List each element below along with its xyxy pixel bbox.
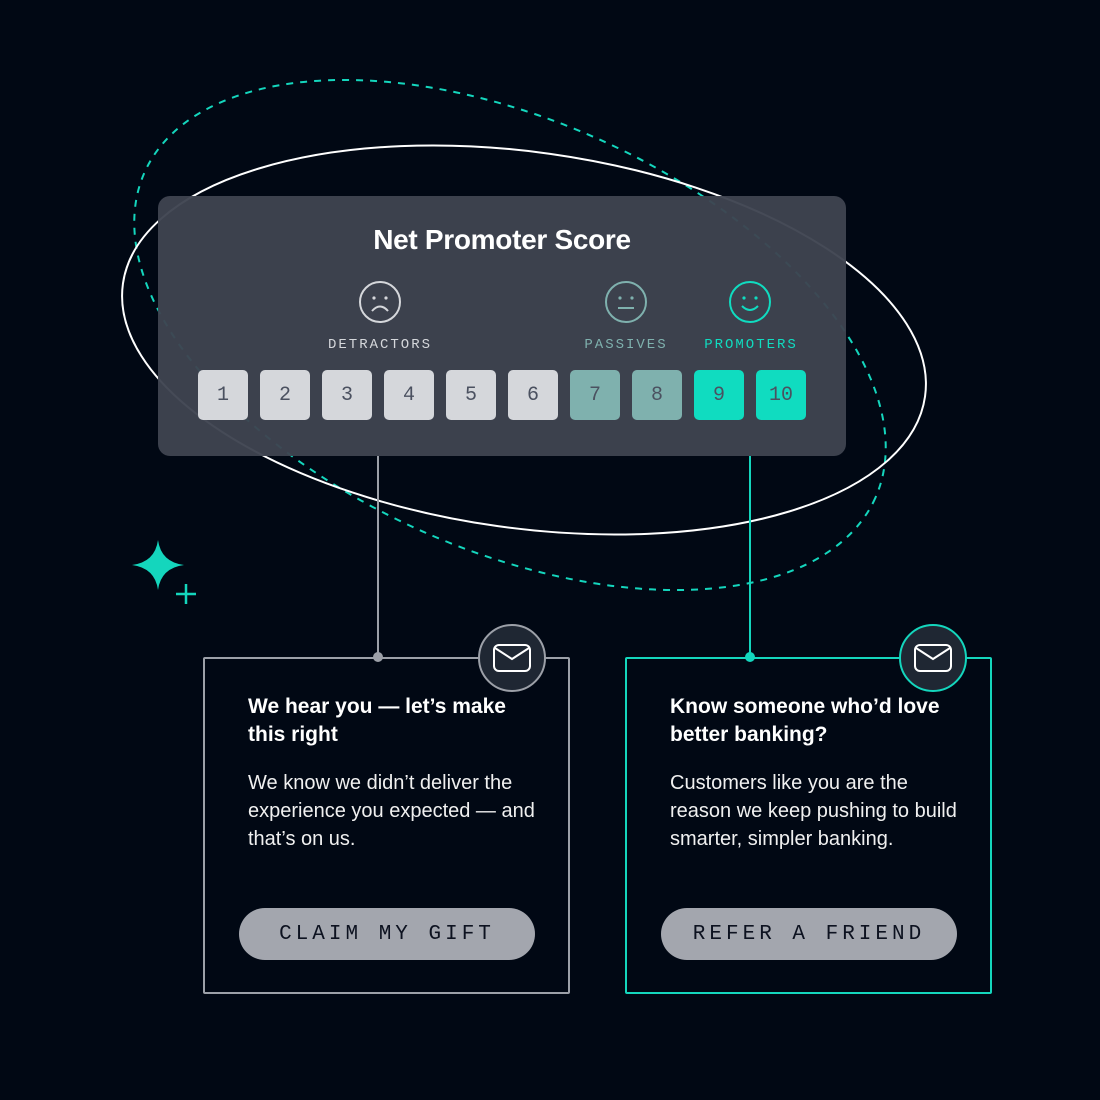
claim-gift-button[interactable]: CLAIM MY GIFT <box>239 908 535 960</box>
happy-face-icon <box>729 281 771 323</box>
detractor-card: We hear you — let’s make this right We k… <box>203 624 570 994</box>
neutral-face-icon <box>605 281 647 323</box>
plus-icon <box>176 584 196 604</box>
score-5[interactable]: 5 <box>446 370 496 420</box>
label-passives: PASSIVES <box>584 337 668 353</box>
card-heading: We hear you — let’s make this right <box>248 695 506 746</box>
label-promoters: PROMOTERS <box>704 337 798 353</box>
score-2[interactable]: 2 <box>260 370 310 420</box>
card-heading: Know someone who’d love better banking? <box>670 695 940 746</box>
score-10[interactable]: 10 <box>756 370 806 420</box>
card-body: We know we didn’t deliver the experience… <box>248 772 535 850</box>
score-6[interactable]: 6 <box>508 370 558 420</box>
envelope-icon <box>478 624 546 692</box>
score-3[interactable]: 3 <box>322 370 372 420</box>
label-detractors: DETRACTORS <box>327 337 433 353</box>
promoter-card: Know someone who’d love better banking? … <box>625 624 992 994</box>
sparkle-icon <box>132 540 184 590</box>
solid-orbit <box>121 144 927 536</box>
nps-panel: Net Promoter Score DETRACTORS PASSIVES P… <box>158 196 846 456</box>
envelope-icon <box>899 624 967 692</box>
nps-title: Net Promoter Score <box>373 224 631 255</box>
score-4[interactable]: 4 <box>384 370 434 420</box>
card-body: Customers like you are the reason we kee… <box>670 772 957 850</box>
score-8[interactable]: 8 <box>632 370 682 420</box>
score-1[interactable]: 1 <box>198 370 248 420</box>
score-9[interactable]: 9 <box>694 370 744 420</box>
dashed-orbit <box>133 78 887 592</box>
refer-friend-button[interactable]: REFER A FRIEND <box>661 908 957 960</box>
sad-face-icon <box>359 281 401 323</box>
score-7[interactable]: 7 <box>570 370 620 420</box>
